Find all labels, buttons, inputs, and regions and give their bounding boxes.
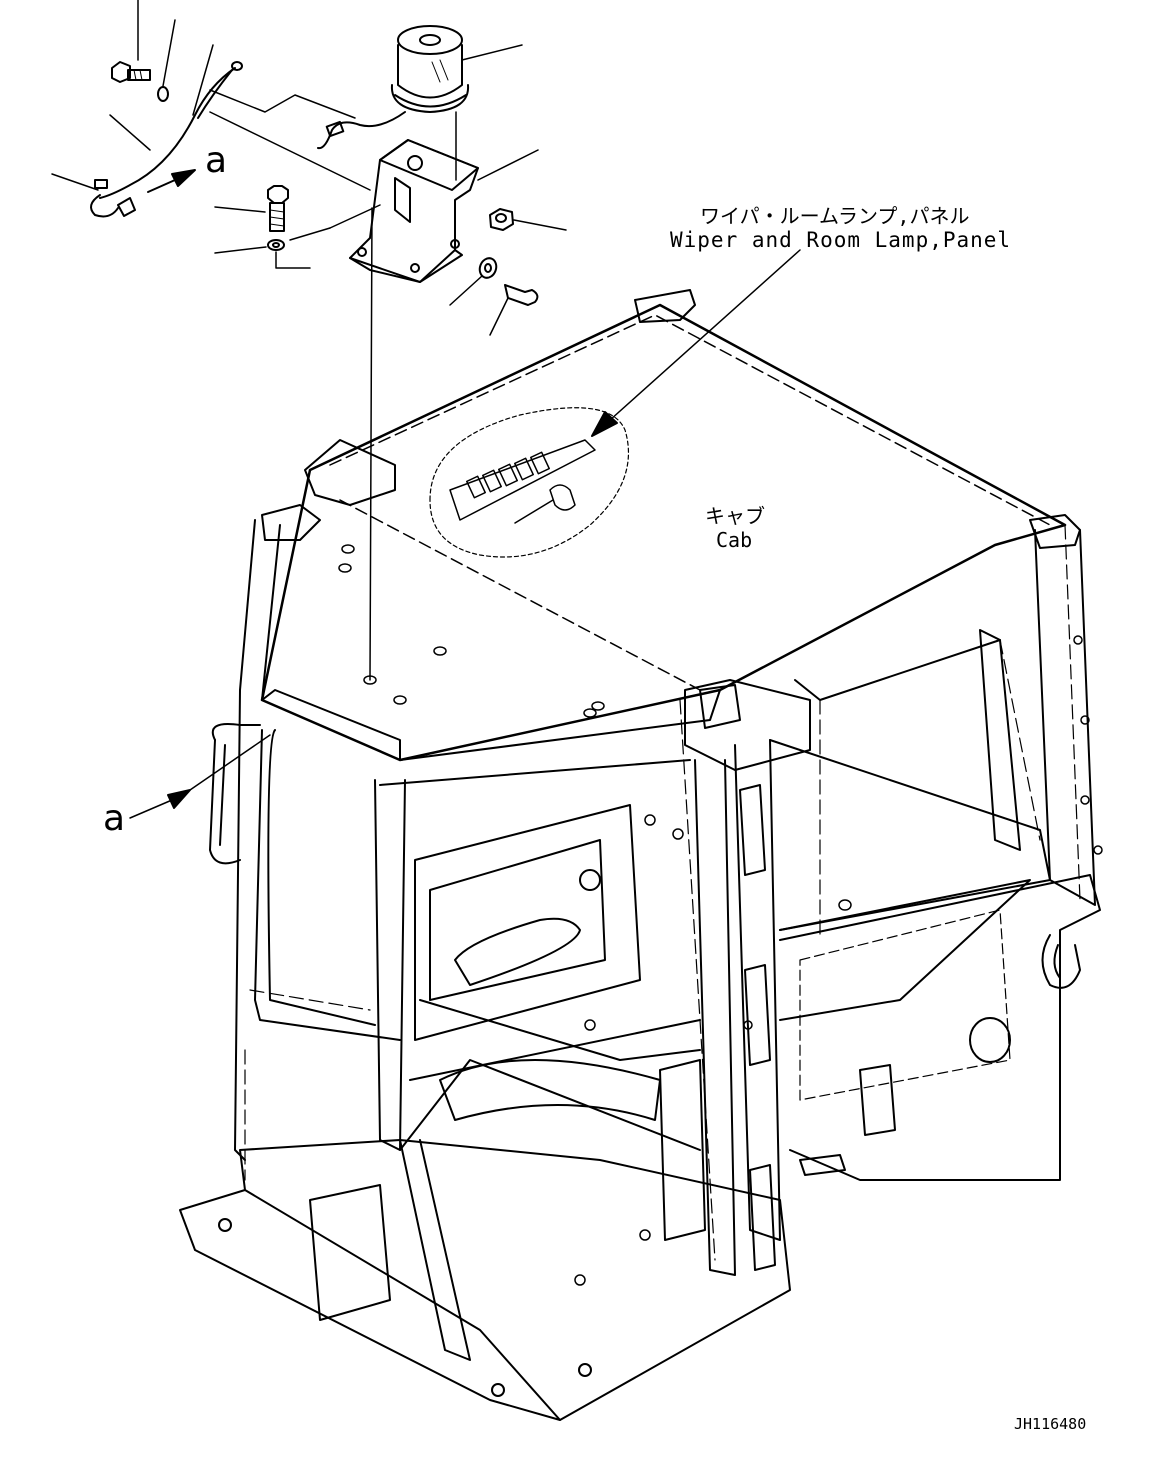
- view-letter-a-left: a: [103, 798, 126, 839]
- cab-frame: [179, 519, 1101, 1421]
- panel-highlight-ellipse: [429, 407, 629, 558]
- bracket-bolt-left: [214, 185, 311, 269]
- wiper-room-lamp-panel: [449, 439, 596, 524]
- view-letter-a-top: a: [205, 140, 228, 181]
- view-arrow-a-left: [129, 734, 271, 819]
- frame-hidden-lines: [244, 524, 1081, 1261]
- view-arrow-a-top: [147, 169, 196, 193]
- cab-label-en: Cab: [716, 528, 753, 552]
- harness-bolt: [111, 0, 176, 102]
- cab-roof: [260, 289, 1081, 762]
- wiper-panel-label-en: Wiper and Room Lamp,Panel: [670, 228, 1012, 252]
- drawing-id: JH116480: [1014, 1415, 1087, 1433]
- assembly-leader-lines: [209, 89, 457, 681]
- wiper-panel-label-jp: ワイパ・ルームランプ,パネル: [700, 204, 970, 228]
- bracket-washer-bolt-right: [449, 257, 539, 336]
- panel-arrow: [591, 249, 801, 437]
- bracket-nut: [489, 208, 567, 231]
- roof-holes: [338, 544, 1103, 1286]
- beacon-cable: [317, 111, 406, 150]
- rotating-beacon-lamp: [390, 25, 523, 113]
- cab-label-jp: キャブ: [705, 504, 765, 528]
- tow-hook: [1041, 934, 1081, 989]
- beacon-bracket: [289, 139, 539, 283]
